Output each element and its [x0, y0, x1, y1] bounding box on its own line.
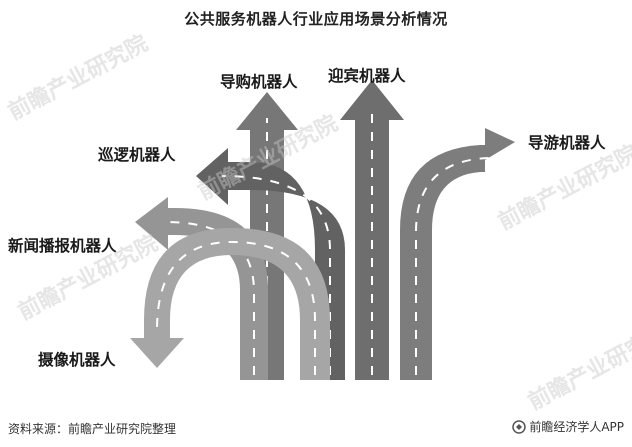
road-camera [130, 228, 330, 385]
label-tour-guide: 导游机器人 [528, 134, 606, 152]
label-camera: 摄像机器人 [38, 351, 116, 369]
source-note: 资料来源：前瞻产业研究院整理 [8, 422, 177, 436]
brand-credit: 前瞻经济学人APP [512, 418, 624, 435]
chart-title: 公共服务机器人行业应用场景分析情况 [184, 10, 448, 28]
label-patrol: 巡逻机器人 [98, 146, 176, 164]
brand-name: 前瞻经济学人APP [529, 420, 624, 434]
label-guide-shopping: 导购机器人 [220, 73, 298, 91]
road-tour-guide [400, 128, 515, 385]
brand-logo-icon [512, 419, 527, 434]
label-news-anchor: 新闻播报机器人 [8, 237, 117, 255]
label-reception: 迎宾机器人 [328, 67, 406, 85]
road-reception [340, 80, 404, 385]
